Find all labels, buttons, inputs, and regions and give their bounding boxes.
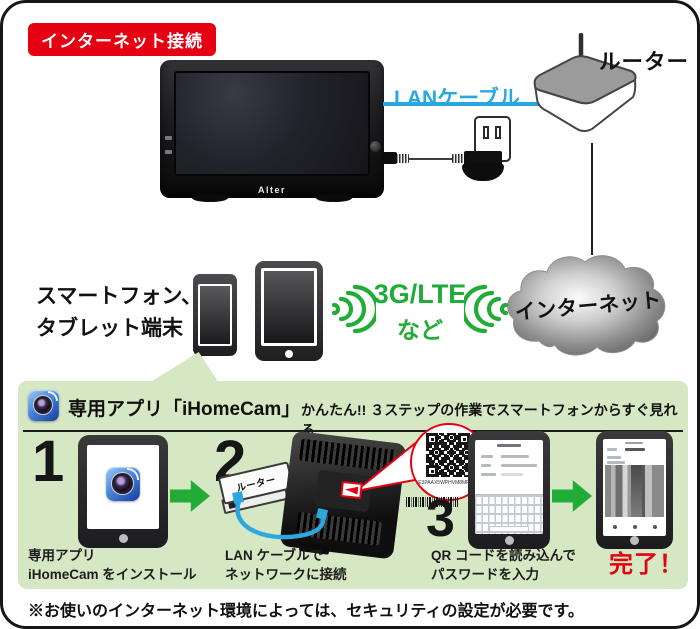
home-button — [504, 536, 514, 545]
router-label: ルーター — [599, 50, 690, 74]
cable-plug — [315, 507, 329, 521]
step3-caption: QR コードを読み込んで パスワードを入力 — [431, 547, 576, 585]
home-button — [630, 536, 639, 545]
barcode — [406, 497, 458, 507]
form-row-bar — [481, 464, 491, 467]
qr-finder — [426, 465, 438, 477]
power-adapter-dome — [462, 163, 504, 181]
usb-plug-icon — [382, 152, 397, 164]
step1-caption: 専用アプリ iHomeCam をインストール — [28, 547, 197, 585]
tag-flag-icon — [345, 485, 359, 494]
spacebar-key — [488, 525, 530, 532]
network-type-line2: など — [397, 317, 443, 343]
step3-caption-line1: QR コードを読み込んで — [431, 548, 576, 563]
qr-code — [426, 433, 470, 477]
step1-phone — [78, 435, 168, 548]
devices-label-line1: スマートフォン、 — [36, 285, 203, 308]
router-illustration — [533, 33, 637, 132]
cable-connector — [396, 154, 409, 163]
router-to-cloud-line — [591, 143, 593, 255]
qr-serial: E3PAAX5WPHVM8MPGU1 — [418, 480, 480, 486]
cable-connector — [452, 154, 465, 163]
app-steps-panel: 専用アプリ「iHomeCam」 かんたん!! ３ステップの作業でスマートフォンか… — [18, 381, 688, 589]
cable-plug — [232, 491, 245, 504]
monitor-foot — [192, 194, 228, 202]
devices-label-line2: タブレット端末 — [36, 316, 183, 340]
toolbar-icon — [653, 525, 657, 529]
internet-cloud — [507, 255, 666, 356]
monitor-foot — [316, 194, 352, 202]
wifi-signal-icon — [331, 284, 376, 334]
smartphone-icon — [193, 274, 237, 356]
monitor-brand-label: Alter — [257, 185, 286, 195]
screen-title-bar — [497, 444, 521, 447]
network-type-label: 3G/LTE など — [369, 279, 471, 345]
cloud-label: インターネット — [513, 288, 663, 325]
toolbar-icon — [613, 525, 617, 529]
section-badge: インターネット接続 — [28, 23, 216, 56]
nav-bar-title — [625, 448, 645, 451]
step3-caption-line2: パスワードを入力 — [431, 566, 539, 582]
form-row-bar — [481, 473, 496, 476]
status-bar — [625, 442, 643, 444]
form-row-bar — [501, 464, 537, 467]
step1-caption-line1: 専用アプリ — [28, 548, 96, 563]
smartphone-screen — [198, 284, 232, 346]
monitor-device: Alter — [160, 60, 384, 202]
result-phone-screen — [603, 439, 666, 536]
step2-caption-line2: ネットワークに接続 — [225, 566, 347, 582]
step2-caption: LAN ケーブルで ネットワークに接続 — [225, 547, 347, 585]
step-number-1: 1 — [32, 429, 65, 494]
ihomecam-app-icon — [28, 390, 59, 421]
app-title: 専用アプリ「iHomeCam」 — [68, 399, 301, 420]
network-type-line1: 3G/LTE — [373, 279, 467, 309]
ihomecam-app-icon — [106, 467, 140, 501]
step1-caption-line2: iHomeCam をインストール — [28, 566, 197, 582]
tablet-icon — [255, 261, 323, 361]
qr-finder — [426, 433, 438, 445]
power-button-icon — [370, 141, 381, 152]
form-row-bar — [481, 455, 493, 458]
home-button — [118, 534, 128, 543]
bezel-indicator-icon — [165, 150, 172, 154]
divider — [23, 430, 683, 432]
step3-phone-screen — [475, 440, 543, 534]
power-cable — [401, 158, 465, 160]
form-row-bar — [501, 455, 529, 458]
lan-cable-line — [383, 102, 541, 106]
lan-cable-label: LANケーブル — [394, 87, 520, 110]
camera-preview — [605, 465, 664, 517]
footnote: ※お使いのインターネット環境によっては、セキュリティの設定が必要です。 — [28, 603, 584, 620]
keyboard-illustration — [475, 494, 543, 534]
list-row-bar — [607, 461, 625, 464]
outlet-slot — [483, 126, 489, 139]
tablet-home-button — [285, 350, 293, 358]
toolbar-icon — [633, 525, 637, 529]
done-label: 完了！ — [609, 551, 684, 578]
lan-cable-curve — [235, 498, 326, 540]
step-number-3: 3 — [426, 490, 455, 548]
step3-phone — [468, 431, 550, 549]
form-row-bar — [501, 473, 523, 476]
step2-caption-line1: LAN ケーブルで — [225, 548, 324, 563]
callout-pointer — [149, 352, 219, 383]
power-adapter — [464, 151, 502, 165]
wifi-signal-icon — [464, 284, 509, 334]
bezel-indicator-icon — [165, 136, 172, 140]
signal-arc-icon — [47, 390, 59, 402]
devices-label: スマートフォン、 タブレット端末 — [36, 281, 202, 344]
result-phone — [596, 431, 673, 549]
door-shape — [630, 465, 642, 517]
outlet-slot — [495, 126, 501, 139]
tablet-screen — [261, 268, 317, 346]
nav-bar-item — [607, 448, 617, 451]
qr-label-tag — [340, 480, 363, 500]
list-row-bar — [607, 456, 621, 459]
monitor-screen — [174, 71, 370, 176]
